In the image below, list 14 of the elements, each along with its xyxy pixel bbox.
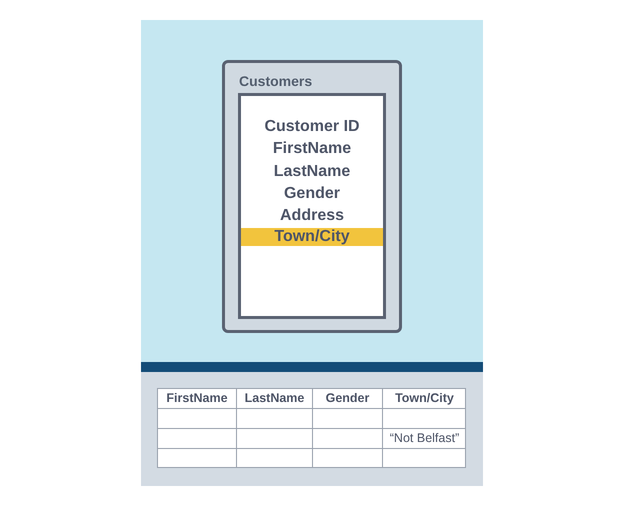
table-card xyxy=(222,60,402,333)
field-name: Customer ID xyxy=(264,117,360,137)
cell-value: “Not Belfast” xyxy=(388,430,460,448)
field-name: Gender xyxy=(284,184,340,204)
field-name: LastName xyxy=(274,162,350,182)
field-list-panel xyxy=(238,93,386,319)
column-header: FirstName xyxy=(165,390,229,408)
column-header: Town/City xyxy=(394,390,455,408)
table-title: Customers xyxy=(239,72,312,91)
field-name: Address xyxy=(280,206,344,226)
column-header: Gender xyxy=(324,390,370,408)
field-name: FirstName xyxy=(272,139,352,160)
column-header: LastName xyxy=(244,390,306,408)
highlighted-field: Town/City xyxy=(241,228,383,246)
